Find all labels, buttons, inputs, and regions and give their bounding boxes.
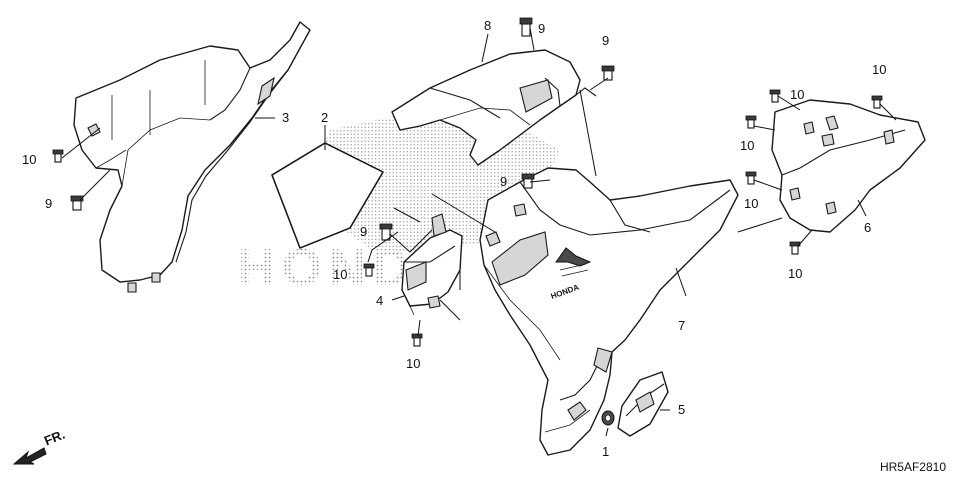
part-8-top-cover [391,49,597,166]
part-1-grommet [601,410,615,426]
callout-5: 5 [678,402,685,417]
fasteners [52,17,883,347]
screw-10-c [411,333,423,347]
callout-9-d: 9 [500,174,507,189]
screw-10-e [871,95,883,109]
callout-10-a: 10 [22,152,36,167]
screw-10-d [769,89,781,103]
screw-10-b [363,263,375,277]
callout-9-b: 9 [538,21,545,36]
bolt-9-d [521,173,535,189]
callout-10-e: 10 [872,62,886,77]
callout-10-b: 10 [333,267,347,282]
bolt-10-a [52,149,64,163]
callout-10-f: 10 [740,138,754,153]
callout-2: 2 [321,110,328,125]
part-3-left-side-cover [73,21,311,293]
callout-10-d: 10 [790,87,804,102]
callout-8: 8 [484,18,491,33]
part-6-rear-panel [771,99,926,233]
callout-7: 7 [678,318,685,333]
callout-3: 3 [282,110,289,125]
callout-9-a: 9 [45,196,52,211]
bolt-9-a [70,195,84,211]
part-2-screen [271,142,384,249]
bolt-9-b [519,17,533,37]
callout-10-g: 10 [744,196,758,211]
callout-1: 1 [602,444,609,459]
callout-6: 6 [864,220,871,235]
callout-10-c: 10 [406,356,420,371]
bolt-9-c [601,65,615,81]
leader-lines [61,27,897,437]
callout-10-h: 10 [788,266,802,281]
callout-9-c: 9 [602,33,609,48]
part-4-bracket-panel [401,213,463,316]
part-5-cap [617,371,669,437]
part-7-main-side-cover: HONDA [479,167,739,456]
diagram-code: HR5AF2810 [879,460,946,474]
screw-10-f [745,115,757,129]
callouts: 10 9 3 2 8 9 9 9 9 10 4 10 7 1 5 10 10 1… [22,18,886,459]
callout-9-e: 9 [360,224,367,239]
screw-10-g [745,171,757,185]
screw-10-h [789,241,801,255]
front-direction-arrow [12,447,47,465]
callout-4: 4 [376,293,383,308]
